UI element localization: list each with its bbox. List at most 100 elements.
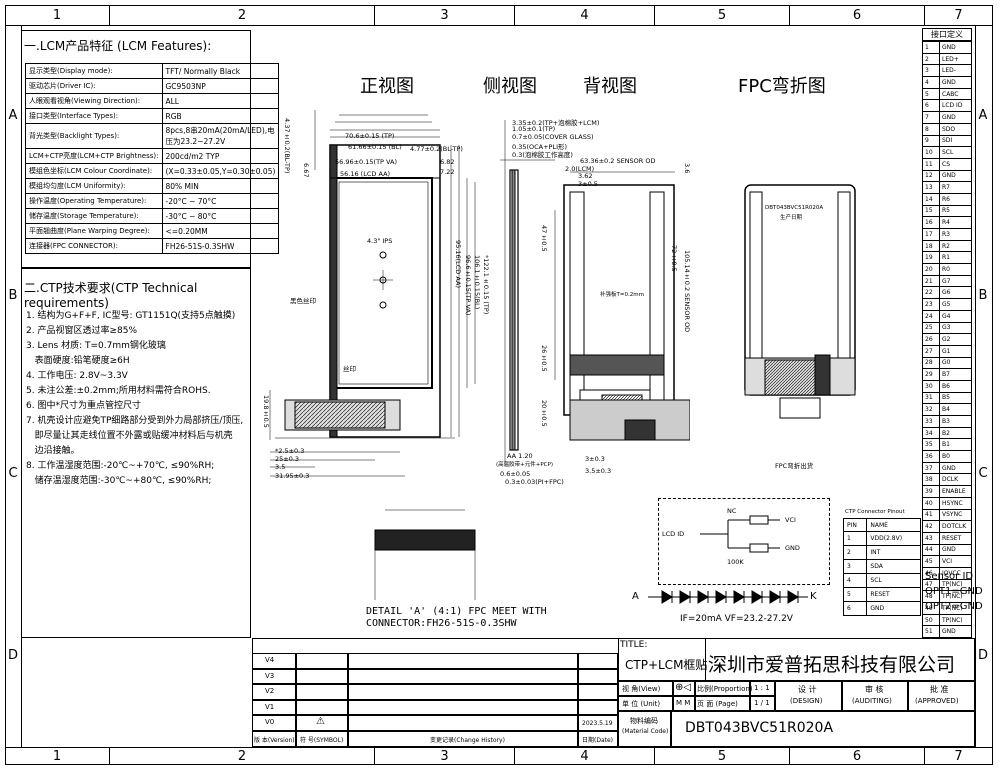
lcm-feature-label: 显示类型(Display mode): [25,63,163,79]
pin-number: 33 [922,415,940,428]
ctp-pinout-cell: RESET [866,587,921,602]
pin-number: 24 [922,309,940,323]
dim-back-sensor-width: 63.36±0.2 SENSOR OD [580,157,656,165]
pin-name: B1 [939,438,972,452]
dim-198: 19.8±0.5 [262,395,270,428]
dim-bl-height: 106.1±0.15(BL) [473,255,481,310]
pin-number: 3 [922,64,940,78]
ctp-pinout-header-cell: NAME [866,518,921,532]
detail-a-line1: DETAIL 'A' (4:1) FPC MEET WITH [366,606,547,617]
row-marker-b-right: B [978,288,988,303]
pin-name: G5 [939,298,972,311]
pin-number: 14 [922,192,940,206]
bottom-divider [5,747,993,748]
pin-name: GND [939,543,972,557]
version-label: V4 [265,656,275,664]
lcm-feature-row: 模组均匀度(LCM Uniformity):80% MIN [25,178,280,194]
lcm-feature-label: 人眼观看视角(Viewing Direction): [25,93,163,109]
pin-number: 44 [922,543,940,557]
ctp-pinout-cell: 5 [842,587,868,602]
revision-cell [348,715,578,731]
right-divider [975,25,976,747]
pin-number: 39 [922,485,940,498]
pin-number: 28 [922,356,940,370]
pin-number: 31 [922,391,940,405]
pin-name: HSYNC [939,496,972,510]
pin-name: B0 [939,450,972,463]
pin-number: 9 [922,134,940,148]
column-marker: 1 [5,5,110,25]
date-value: 2023.5.19 [582,720,613,727]
material-value: DBT043BVC51R020A [685,720,834,736]
ctp-pinout-cell: GND [866,601,921,616]
dim-35: 3.5 [275,463,286,471]
title-cell [618,638,706,681]
pin-number: 17 [922,228,940,241]
revision-cell [296,684,348,700]
ctp-pinout-header-cell: PIN [842,518,868,532]
pin-name: ENABLE [939,485,972,498]
date-hdr-cell [578,731,618,747]
ctp-pinout-cell: 3 [842,559,868,574]
version-label: V1 [265,702,275,711]
row-marker-d-right: D [977,648,988,663]
fpc-view-title: FPC弯折图 [738,76,826,97]
column-marker: 5 [655,747,790,765]
ctp-requirement-item: 4. 工作电压: 2.8V~3.3V [26,371,128,381]
title-value: CTP+LCM框贴 [625,658,708,672]
pin-number: 43 [922,531,940,545]
ctp-requirement-item: 表面硬度:铅笔硬度≥6H [26,356,130,366]
projection-icon: ⊕◁ [675,682,692,693]
pin-number: 25 [922,321,940,335]
material-label: 物料编码 [630,717,658,725]
ctp-requirement-item: 6. 图中*尺寸为重点管控尺寸 [26,401,141,411]
dim-722: 7.22 [440,168,455,176]
pin-name: R0 [939,263,972,276]
column-marker: 5 [655,5,790,25]
dim-lcdaa-width: 56.16 (LCD AA) [340,170,391,178]
pin-number: 34 [922,426,940,440]
dim-682: 6.82 [440,158,455,166]
pin-name: R4 [939,216,972,229]
design-label: 设 计 [798,685,817,694]
material-label-cell [618,711,671,747]
top-divider [5,25,993,26]
pin-number: 29 [922,368,940,381]
column-marker: 6 [790,747,925,765]
row-marker-a: A [8,108,18,123]
dim-667: 6.67 [302,163,310,178]
row-marker-c-right: C [978,466,988,481]
proportion-value: 1 : 1 [754,684,770,692]
dim-tp-width: 70.6±0.15 (TP) [345,132,395,140]
lcm-feature-value: FH26-51S-0.3SHW [161,238,280,254]
dim-bl-tp-top: 4.37±0.2(BL-TP) [283,118,291,174]
lcm-feature-label: 驱动芯片(Driver IC): [25,78,163,94]
ctp-requirement-item: 3. Lens 材质: T=0.7mm钢化玻璃 [26,341,166,351]
pin-name: G1 [939,344,972,358]
revision-cell [296,668,348,685]
ctp-requirements-list: 1. 结构为G+F+F, IC型号: GT1151Q(支持5点触摸)2. 产品视… [26,309,250,489]
pin-number: 27 [922,344,940,358]
label-silk: 丝印 [343,365,356,373]
led-cathode: K [810,591,817,602]
